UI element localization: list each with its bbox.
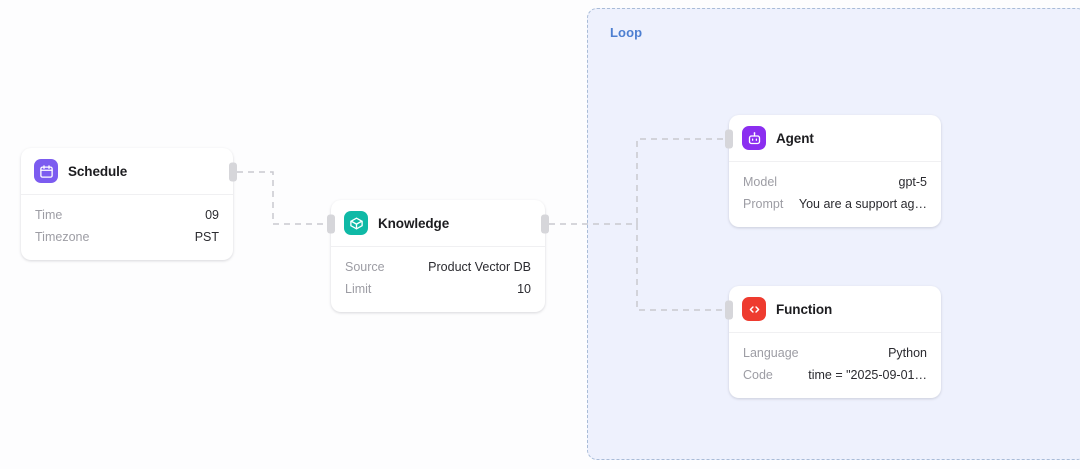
schedule-row-time: Time 09: [35, 204, 219, 226]
package-icon: [344, 211, 368, 235]
robot-icon: [742, 126, 766, 150]
agent-row-model: Model gpt-5: [743, 171, 927, 193]
schedule-row-timezone-key: Timezone: [35, 230, 90, 244]
schedule-body: Time 09 Timezone PST: [21, 195, 233, 260]
function-row-code-key: Code: [743, 368, 773, 382]
schedule-row-time-key: Time: [35, 208, 63, 222]
knowledge-row-limit-key: Limit: [345, 282, 372, 296]
loop-group-label: Loop: [610, 25, 643, 40]
knowledge-row-limit: Limit 10: [345, 278, 531, 300]
agent-row-prompt-key: Prompt: [743, 197, 784, 211]
knowledge-title: Knowledge: [378, 215, 450, 231]
function-row-language-value: Python: [888, 346, 927, 360]
schedule-row-timezone-value: PST: [194, 230, 219, 244]
node-function[interactable]: Function Language Python Code time = "20…: [725, 286, 941, 398]
agent-row-prompt-value: You are a support ag…: [798, 197, 927, 211]
edge-schedule-to-knowledge: [237, 171, 327, 225]
schedule-row-time-value: 09: [205, 208, 219, 222]
code-brackets-icon: [742, 297, 766, 321]
knowledge-input-handle[interactable]: [327, 214, 335, 234]
schedule-title: Schedule: [68, 163, 128, 179]
knowledge-header: Knowledge: [331, 200, 545, 247]
agent-input-handle[interactable]: [725, 129, 733, 149]
calendar-icon: [34, 159, 58, 183]
knowledge-row-source-value: Product Vector DB: [428, 260, 531, 274]
agent-header: Agent: [729, 115, 941, 162]
knowledge-row-source: Source Product Vector DB: [345, 256, 531, 278]
schedule-row-timezone: Timezone PST: [35, 226, 219, 248]
function-row-code: Code time = "2025-09-01…: [743, 364, 927, 386]
knowledge-row-source-key: Source: [345, 260, 385, 274]
knowledge-body: Source Product Vector DB Limit 10: [331, 247, 545, 312]
function-row-language: Language Python: [743, 342, 927, 364]
schedule-header: Schedule: [21, 148, 233, 195]
agent-row-model-key: Model: [743, 175, 778, 189]
function-header: Function: [729, 286, 941, 333]
node-schedule[interactable]: Schedule Time 09 Timezone PST: [21, 148, 237, 260]
node-knowledge[interactable]: Knowledge Source Product Vector DB Limit…: [327, 200, 549, 312]
agent-row-model-value: gpt-5: [898, 175, 928, 189]
function-body: Language Python Code time = "2025-09-01…: [729, 333, 941, 398]
function-row-code-value: time = "2025-09-01…: [808, 368, 927, 382]
agent-body: Model gpt-5 Prompt You are a support ag…: [729, 162, 941, 227]
function-row-language-key: Language: [743, 346, 799, 360]
node-agent[interactable]: Agent Model gpt-5 Prompt You are a suppo…: [725, 115, 941, 227]
knowledge-row-limit-value: 10: [517, 282, 531, 296]
function-title: Function: [776, 301, 833, 317]
knowledge-output-handle[interactable]: [541, 214, 549, 234]
agent-title: Agent: [776, 130, 814, 146]
agent-row-prompt: Prompt You are a support ag…: [743, 193, 927, 215]
schedule-output-handle[interactable]: [229, 162, 237, 182]
function-input-handle[interactable]: [725, 300, 733, 320]
